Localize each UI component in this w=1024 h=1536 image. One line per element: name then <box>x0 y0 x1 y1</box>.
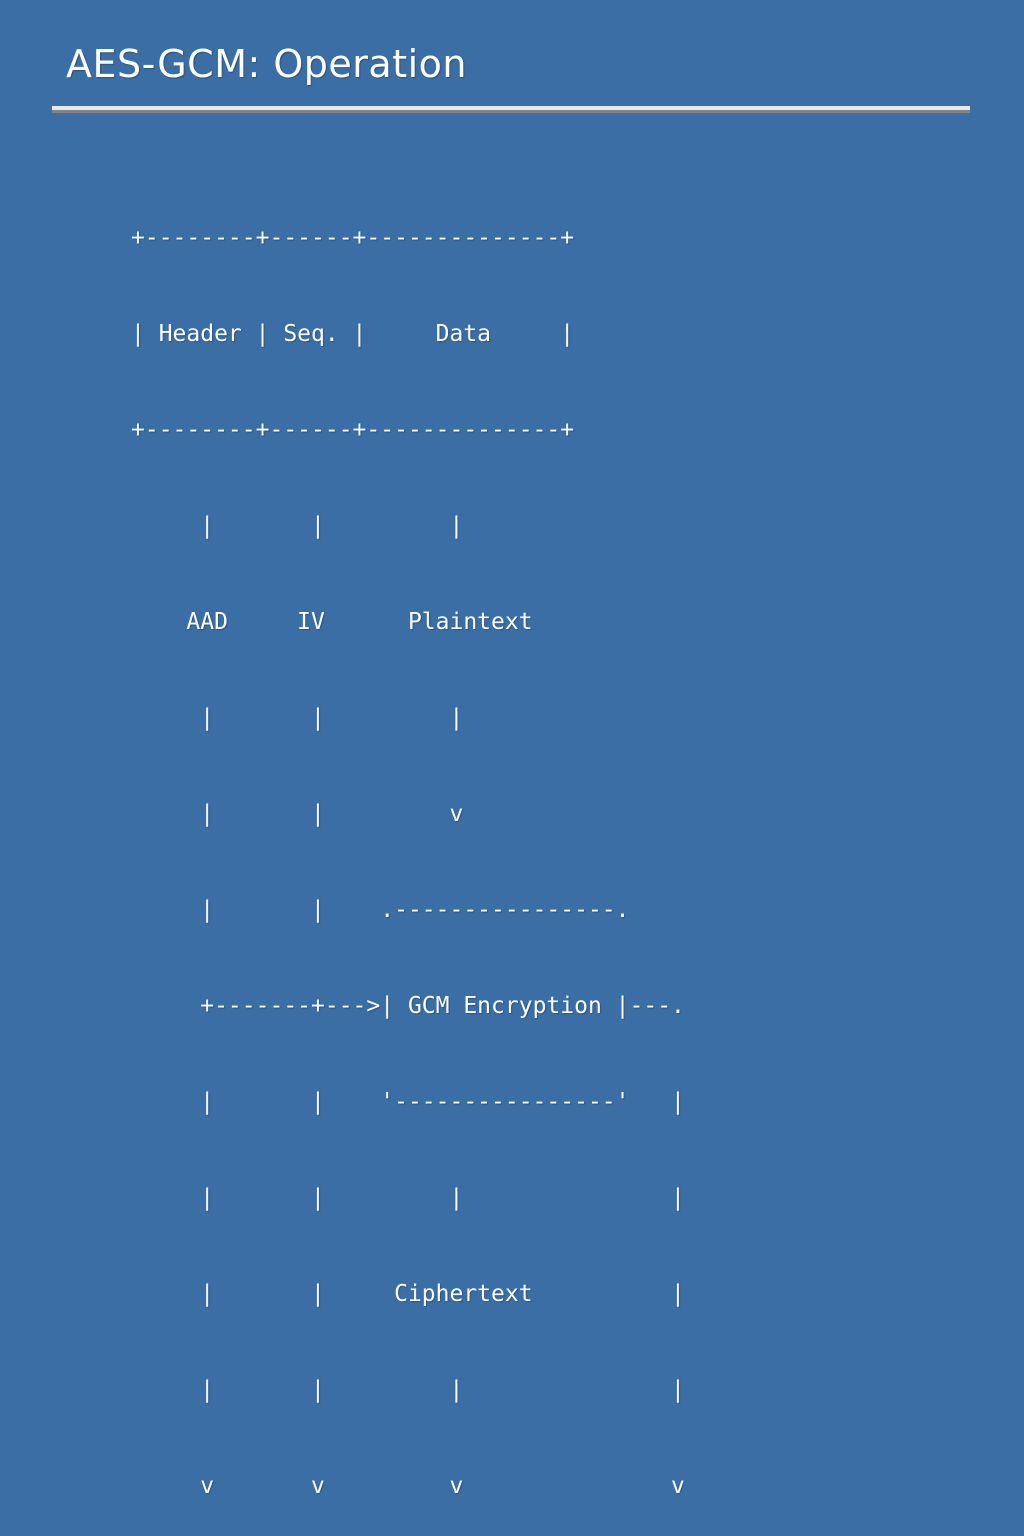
diagram-line: +-------+--->| GCM Encryption |---. <box>131 993 685 1019</box>
diagram-line: | | Ciphertext | <box>131 1281 685 1307</box>
diagram-line: AAD IV Plaintext <box>131 609 533 635</box>
diagram-line: +--------+------+--------------+ <box>131 225 575 251</box>
slide-canvas: AES-GCM: Operation +--------+------+----… <box>52 42 970 1499</box>
page-title: AES-GCM: Operation <box>66 42 467 86</box>
diagram-line: | | | | <box>131 1377 685 1403</box>
diagram-line: | Header | Seq. | Data | <box>131 321 575 347</box>
ascii-diagram: +--------+------+--------------+ | Heade… <box>131 158 685 1536</box>
title-divider <box>52 106 970 113</box>
diagram-line: | | | <box>131 513 464 539</box>
diagram-line: | | .----------------. <box>131 897 630 923</box>
diagram-line: +--------+------+--------------+ <box>131 417 575 443</box>
diagram-line: | | v <box>131 801 464 827</box>
diagram-line: | | | <box>131 705 464 731</box>
diagram-line: v v v v <box>131 1473 685 1499</box>
diagram-line: | | | | <box>131 1185 685 1211</box>
diagram-line: | | '----------------' | <box>131 1089 685 1115</box>
